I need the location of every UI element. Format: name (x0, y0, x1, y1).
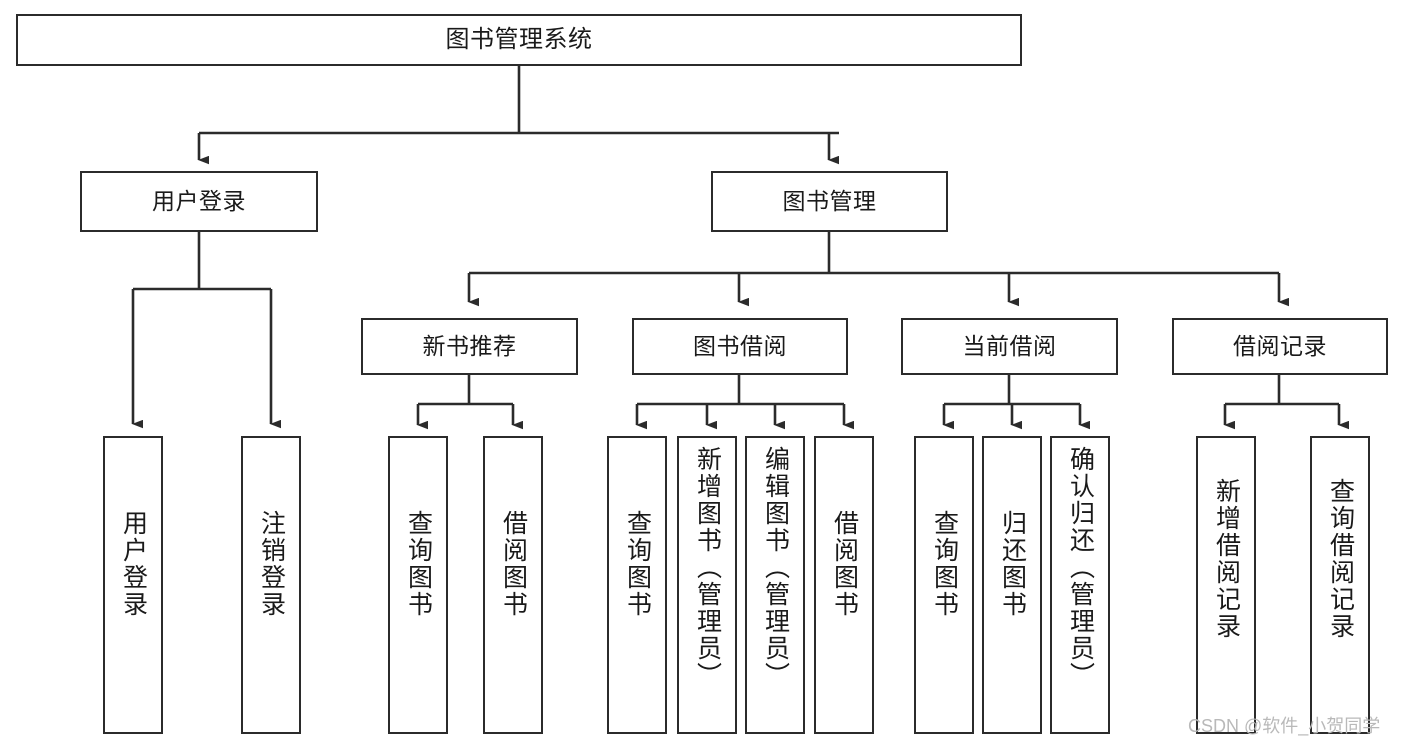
node-new-book-recommendation[interactable]: 新书推荐 (361, 318, 578, 375)
node-book-borrow[interactable]: 图书借阅 (632, 318, 848, 375)
leaf-return-book[interactable]: 归还图书 (982, 436, 1042, 734)
node-label: 确认归还（管理员） (1066, 446, 1095, 689)
leaf-query-book-2[interactable]: 查询图书 (607, 436, 667, 734)
node-label: 新增图书（管理员） (693, 446, 722, 689)
node-label: 查询借阅记录 (1326, 478, 1355, 640)
node-current-borrow[interactable]: 当前借阅 (901, 318, 1118, 375)
node-label: 借阅记录 (1233, 332, 1327, 359)
node-label: 图书管理 (782, 187, 877, 214)
node-borrow-record[interactable]: 借阅记录 (1172, 318, 1388, 375)
leaf-borrow-book-2[interactable]: 借阅图书 (814, 436, 874, 734)
node-label: 图书借阅 (693, 332, 787, 359)
node-label: 新增借阅记录 (1212, 478, 1241, 640)
node-label: 归还图书 (998, 510, 1027, 618)
leaf-query-book-3[interactable]: 查询图书 (914, 436, 974, 734)
node-label: 图书管理系统 (445, 25, 593, 53)
leaf-query-borrow-record[interactable]: 查询借阅记录 (1310, 436, 1370, 734)
node-label: 当前借阅 (962, 332, 1057, 359)
node-label: 借阅图书 (830, 510, 859, 618)
node-label: 用户登录 (152, 187, 246, 214)
node-user-login[interactable]: 用户登录 (80, 171, 318, 232)
leaf-edit-book-admin[interactable]: 编辑图书（管理员） (745, 436, 805, 734)
leaf-borrow-book-1[interactable]: 借阅图书 (483, 436, 543, 734)
node-label: 注销登录 (257, 510, 286, 618)
node-label: 编辑图书（管理员） (761, 446, 790, 689)
node-root-library-management-system[interactable]: 图书管理系统 (16, 14, 1022, 66)
leaf-confirm-return-admin[interactable]: 确认归还（管理员） (1050, 436, 1110, 734)
node-label: 查询图书 (930, 510, 959, 618)
csdn-watermark: CSDN @软件_小贺同学 (1188, 716, 1381, 736)
leaf-add-book-admin[interactable]: 新增图书（管理员） (677, 436, 737, 734)
node-book-management[interactable]: 图书管理 (711, 171, 948, 232)
leaf-add-borrow-record[interactable]: 新增借阅记录 (1196, 436, 1256, 734)
node-label: 借阅图书 (499, 510, 528, 618)
leaf-user-login[interactable]: 用户登录 (103, 436, 163, 734)
node-label: 新书推荐 (422, 332, 517, 359)
node-label: 查询图书 (404, 510, 433, 618)
node-label: 用户登录 (119, 510, 148, 618)
leaf-logout[interactable]: 注销登录 (241, 436, 301, 734)
leaf-query-book-1[interactable]: 查询图书 (388, 436, 448, 734)
node-label: 查询图书 (623, 510, 652, 618)
